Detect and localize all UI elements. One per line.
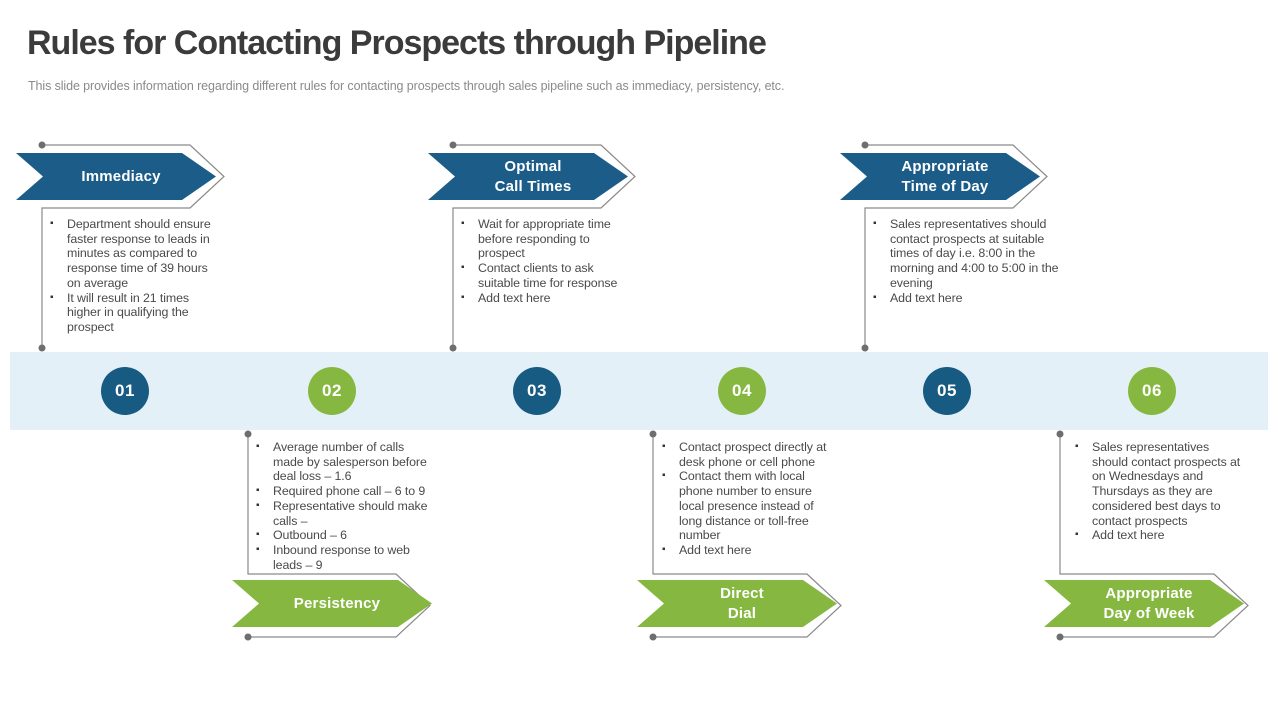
bullet-item: Sales representatives should contact pro… [1073, 440, 1245, 528]
bullet-item: Add text here [1073, 528, 1245, 543]
bullet-item: Inbound response to web leads – 9 [254, 543, 434, 572]
bullet-list-appropriate-day-of-week: Sales representatives should contact pro… [1073, 440, 1245, 543]
bullet-item: Contact prospect directly at desk phone … [660, 440, 838, 469]
connector-dot [861, 344, 869, 352]
bullet-list-persistency: Average number of calls made by salesper… [254, 440, 434, 572]
bullet-item: It will result in 21 times higher in qua… [48, 291, 224, 335]
bullet-item: Sales representatives should contact pro… [871, 217, 1059, 291]
connector-line-optimal-call-times [452, 144, 636, 348]
bullet-item: Department should ensure faster response… [48, 217, 224, 291]
banner-title: Appropriate Day of Week [1103, 585, 1195, 622]
bullet-item: Representative should make calls – [254, 499, 434, 528]
bullet-item: Add text here [660, 543, 838, 558]
timeline-step-circle-04: 04 [718, 367, 766, 415]
banner-arrow-appropriate-time-of-day: Appropriate Time of Day [840, 153, 1040, 200]
banner-title: Appropriate Time of Day [901, 158, 989, 195]
banner-arrow-direct-dial: Direct Dial [637, 580, 837, 627]
bullet-item: Average number of calls made by salesper… [254, 440, 434, 484]
connector-line-persistency [247, 434, 431, 638]
bullet-item: Outbound – 6 [254, 528, 434, 543]
connector-dot [38, 141, 46, 149]
banner-title: Optimal Call Times [494, 158, 572, 195]
bullet-list-direct-dial: Contact prospect directly at desk phone … [660, 440, 838, 558]
banner-arrow-immediacy: Immediacy [16, 153, 216, 200]
connector-dot [649, 633, 657, 641]
connector-dot [1056, 633, 1064, 641]
banner-arrow-optimal-call-times: Optimal Call Times [428, 153, 628, 200]
banner-title: Direct Dial [720, 585, 764, 622]
timeline-step-circle-01: 01 [101, 367, 149, 415]
connector-dot [1056, 430, 1064, 438]
banner-title: Persistency [293, 594, 381, 612]
connector-dot [649, 430, 657, 438]
timeline-band [10, 352, 1268, 430]
banner-arrow-persistency: Persistency [232, 580, 432, 627]
bullet-list-immediacy: Department should ensure faster response… [48, 217, 224, 335]
connector-dot [244, 633, 252, 641]
connector-dot [449, 141, 457, 149]
connector-dot [38, 344, 46, 352]
bullet-item: Contact clients to ask suitable time for… [459, 261, 637, 290]
connector-dot [861, 141, 869, 149]
bullet-item: Add text here [871, 291, 1059, 306]
timeline-step-circle-02: 02 [308, 367, 356, 415]
banner-arrow-appropriate-day-of-week: Appropriate Day of Week [1044, 580, 1244, 627]
connector-line-appropriate-day-of-week [1059, 434, 1249, 638]
bullet-item: Contact them with local phone number to … [660, 469, 838, 543]
bullet-item: Wait for appropriate time before respond… [459, 217, 637, 261]
connector-dot [449, 344, 457, 352]
page-subtitle: This slide provides information regardin… [28, 79, 785, 93]
page-title: Rules for Contacting Prospects through P… [27, 24, 767, 62]
bullet-item: Required phone call – 6 to 9 [254, 484, 434, 499]
bullet-list-appropriate-time-of-day: Sales representatives should contact pro… [871, 217, 1059, 305]
connector-dot [244, 430, 252, 438]
connector-line-appropriate-time-of-day [864, 144, 1048, 348]
banner-title: Immediacy [81, 167, 161, 185]
bullet-item: Add text here [459, 291, 637, 306]
connector-line-direct-dial [652, 434, 842, 638]
connector-line-immediacy [41, 144, 225, 348]
timeline-step-circle-03: 03 [513, 367, 561, 415]
timeline-step-circle-05: 05 [923, 367, 971, 415]
bullet-list-optimal-call-times: Wait for appropriate time before respond… [459, 217, 637, 305]
timeline-step-circle-06: 06 [1128, 367, 1176, 415]
